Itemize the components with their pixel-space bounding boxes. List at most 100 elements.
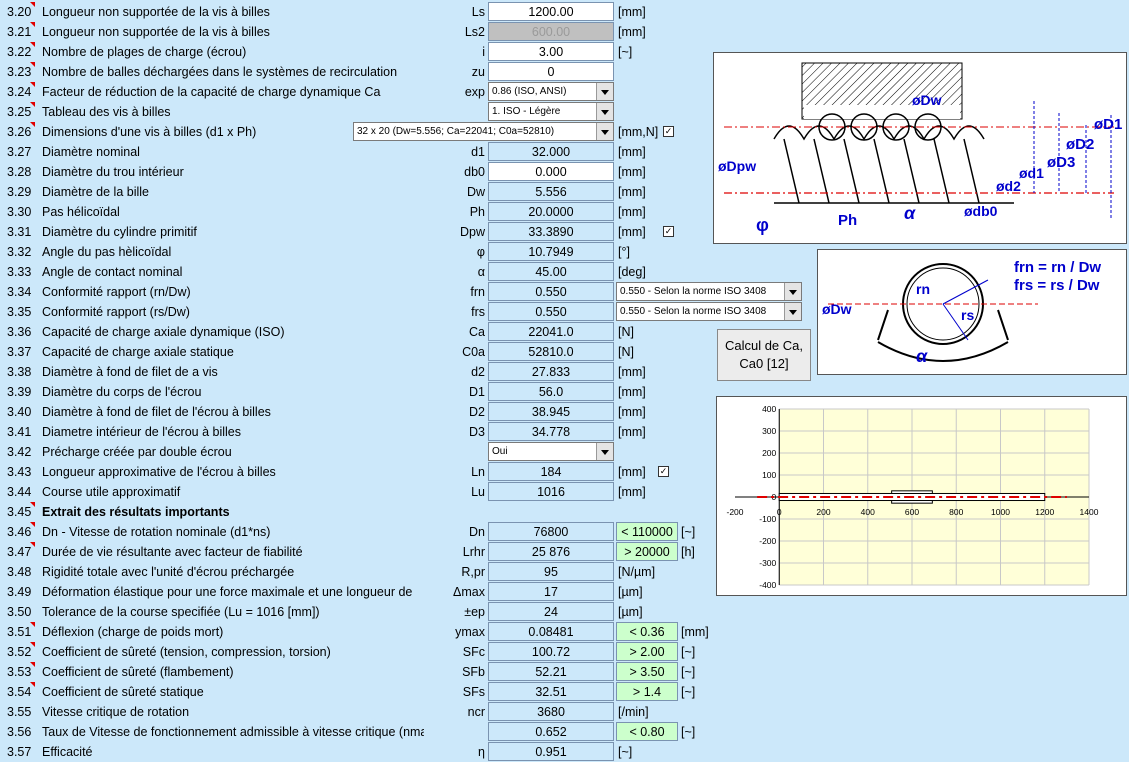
comment-marker-icon (30, 102, 35, 107)
row-label: Diamètre à fond de filet de a vis (42, 365, 218, 379)
frs-select[interactable]: 0.550 - Selon la norme ISO 3408 (616, 302, 802, 321)
y-tick-label: 200 (762, 448, 776, 458)
row-value: 76800 (488, 522, 614, 541)
row-symbol: Ph (469, 205, 485, 219)
ph-label: Ph (838, 212, 857, 229)
table-select[interactable]: 1. ISO - Légère (488, 102, 614, 121)
row-limit: < 0.80 (616, 722, 678, 741)
row-symbol: d1 (471, 145, 485, 159)
row-value: 34.778 (488, 422, 614, 441)
comment-marker-icon (30, 542, 35, 547)
comment-marker-icon (30, 82, 35, 87)
chevron-down-icon[interactable] (596, 123, 613, 140)
row-value[interactable]: 1200.00 (488, 2, 614, 21)
calc-ca-button[interactable]: Calcul de Ca, Ca0 [12] (717, 329, 811, 381)
row-value: 20.0000 (488, 202, 614, 221)
row-value: 38.945 (488, 402, 614, 421)
row-value: 52810.0 (488, 342, 614, 361)
row-value: 1016 (488, 482, 614, 501)
x-tick-label: -200 (726, 507, 743, 517)
row-label: Diametre intérieur de l'écrou à billes (42, 425, 242, 439)
chevron-down-icon[interactable] (596, 83, 613, 100)
row-value: 32.000 (488, 142, 614, 161)
chevron-down-icon[interactable] (784, 303, 801, 320)
row-limit: < 110000 (616, 522, 678, 541)
x-tick-label: 200 (816, 507, 830, 517)
row-unit: [mm] (618, 485, 646, 499)
row-value: 0.652 (488, 722, 614, 741)
row-symbol: ±ep (464, 605, 485, 619)
frn-select[interactable]: 0.550 - Selon la norme ISO 3408 (616, 282, 802, 301)
row-symbol: frs (471, 305, 485, 319)
dpw-checkbox[interactable]: ✓ (663, 226, 674, 237)
row-value: 17 (488, 582, 614, 601)
row-number: 3.28 (7, 165, 32, 179)
ln-checkbox[interactable]: ✓ (658, 466, 669, 477)
precharge-select[interactable]: Oui (488, 442, 614, 461)
row-limit: > 2.00 (616, 642, 678, 661)
dimensions-checkbox[interactable]: ✓ (663, 126, 674, 137)
row-number: 3.53 (7, 665, 32, 679)
frn-formula: frn = rn / Dw (1014, 259, 1101, 276)
row-limit: < 0.36 (616, 622, 678, 641)
row-value: 33.3890 (488, 222, 614, 241)
row-number: 3.31 (7, 225, 32, 239)
row-unit: [mm] (618, 225, 646, 239)
row-symbol: D1 (469, 385, 485, 399)
row-symbol: R,pr (461, 565, 485, 579)
row-value[interactable]: 0.000 (488, 162, 614, 181)
row-number: 3.39 (7, 385, 32, 399)
row-unit: [~] (681, 645, 696, 659)
dimensions-select[interactable]: 32 x 20 (Dw=5.556; Ca=22041; C0a=52810) (353, 122, 614, 141)
row-limit: > 20000 (616, 542, 678, 561)
row-label: Vitesse critique de rotation (42, 705, 190, 719)
y-tick-label: 300 (762, 426, 776, 436)
row-label: Longueur approximative de l'écrou à bill… (42, 465, 276, 479)
chevron-down-icon[interactable] (596, 103, 613, 120)
d1-outer-label: øD1 (1094, 116, 1122, 133)
row-symbol: Δmax (453, 585, 485, 599)
chevron-down-icon[interactable] (596, 443, 613, 460)
comment-marker-icon (30, 2, 35, 7)
row-label: Coefficient de sûreté (flambement) (42, 665, 234, 679)
row-unit: [~] (681, 665, 696, 679)
row-label: Longueur non supportée de la vis à bille… (42, 5, 270, 19)
row-symbol: C0a (462, 345, 485, 359)
y-tick-label: 400 (762, 404, 776, 414)
row-number: 3.21 (7, 25, 32, 39)
alpha-label: α (904, 203, 916, 223)
calc-ca-button-line1: Calcul de Ca, (724, 338, 804, 353)
row-value[interactable]: 0 (488, 62, 614, 81)
row-label: Déformation élastique pour une force max… (42, 585, 413, 599)
exp-select[interactable]: 0.86 (ISO, ANSI) (488, 82, 614, 101)
row-value[interactable]: 3.00 (488, 42, 614, 61)
row-value: 25 876 (488, 542, 614, 561)
comment-marker-icon (30, 622, 35, 627)
conformity-diagram: frn = rn / Dw frs = rs / Dw rn rs øDw α (817, 249, 1127, 375)
row-number: 3.37 (7, 345, 32, 359)
row-unit: [mm] (618, 185, 646, 199)
row-limit: > 1.4 (616, 682, 678, 701)
chevron-down-icon[interactable] (784, 283, 801, 300)
row-number: 3.38 (7, 365, 32, 379)
row-value: 27.833 (488, 362, 614, 381)
row-value: 0.550 (488, 282, 614, 301)
row-symbol: d2 (471, 365, 485, 379)
row-unit: [µm] (618, 585, 643, 599)
row-symbol: zu (471, 65, 485, 79)
row-number: 3.40 (7, 405, 32, 419)
row-number: 3.22 (7, 45, 32, 59)
row-symbol: i (482, 45, 485, 59)
row-number: 3.52 (7, 645, 32, 659)
row-number: 3.20 (7, 5, 32, 19)
